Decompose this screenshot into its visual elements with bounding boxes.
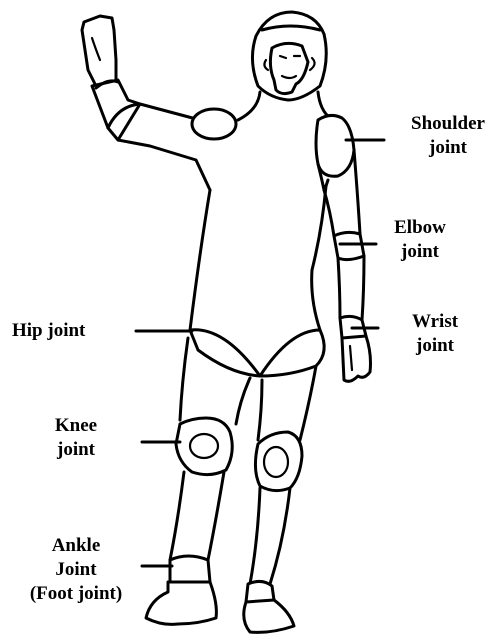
elbow-joint-label-line1: Elbow — [388, 216, 452, 240]
elbow-joint-label-line2: joint — [388, 240, 452, 264]
right-shoulder-joint — [316, 115, 354, 176]
hips — [190, 330, 324, 376]
shoulder-joint-label-line2: joint — [396, 136, 500, 160]
right-leg — [244, 366, 316, 632]
shoulder-joint-label-line1: Shoulder — [396, 112, 500, 136]
left-leg — [146, 338, 250, 624]
ankle-joint-label-line2: Joint — [8, 558, 144, 582]
knee-joint-label-line2: joint — [38, 438, 114, 462]
elbow-joint-label: Elbow joint — [388, 216, 452, 264]
head — [252, 12, 326, 100]
wrist-joint-label: Wrist joint — [402, 310, 468, 358]
hip-joint-label-line1: Hip joint — [12, 319, 85, 343]
raised-arm — [82, 16, 210, 190]
ankle-joint-label-line3: (Foot joint) — [8, 582, 144, 606]
knee-joint-label-line1: Knee — [38, 414, 114, 438]
ankle-joint-label: Ankle Joint (Foot joint) — [8, 534, 144, 606]
knee-joint-label: Knee joint — [38, 414, 114, 462]
wrist-joint-label-line1: Wrist — [402, 310, 468, 334]
left-shoulder-joint — [192, 109, 236, 139]
ankle-joint-label-line1: Ankle — [8, 534, 144, 558]
shoulder-joint-label: Shoulder joint — [396, 112, 500, 160]
hip-joint-label: Hip joint — [12, 319, 85, 343]
wrist-joint-label-line2: joint — [402, 334, 468, 358]
